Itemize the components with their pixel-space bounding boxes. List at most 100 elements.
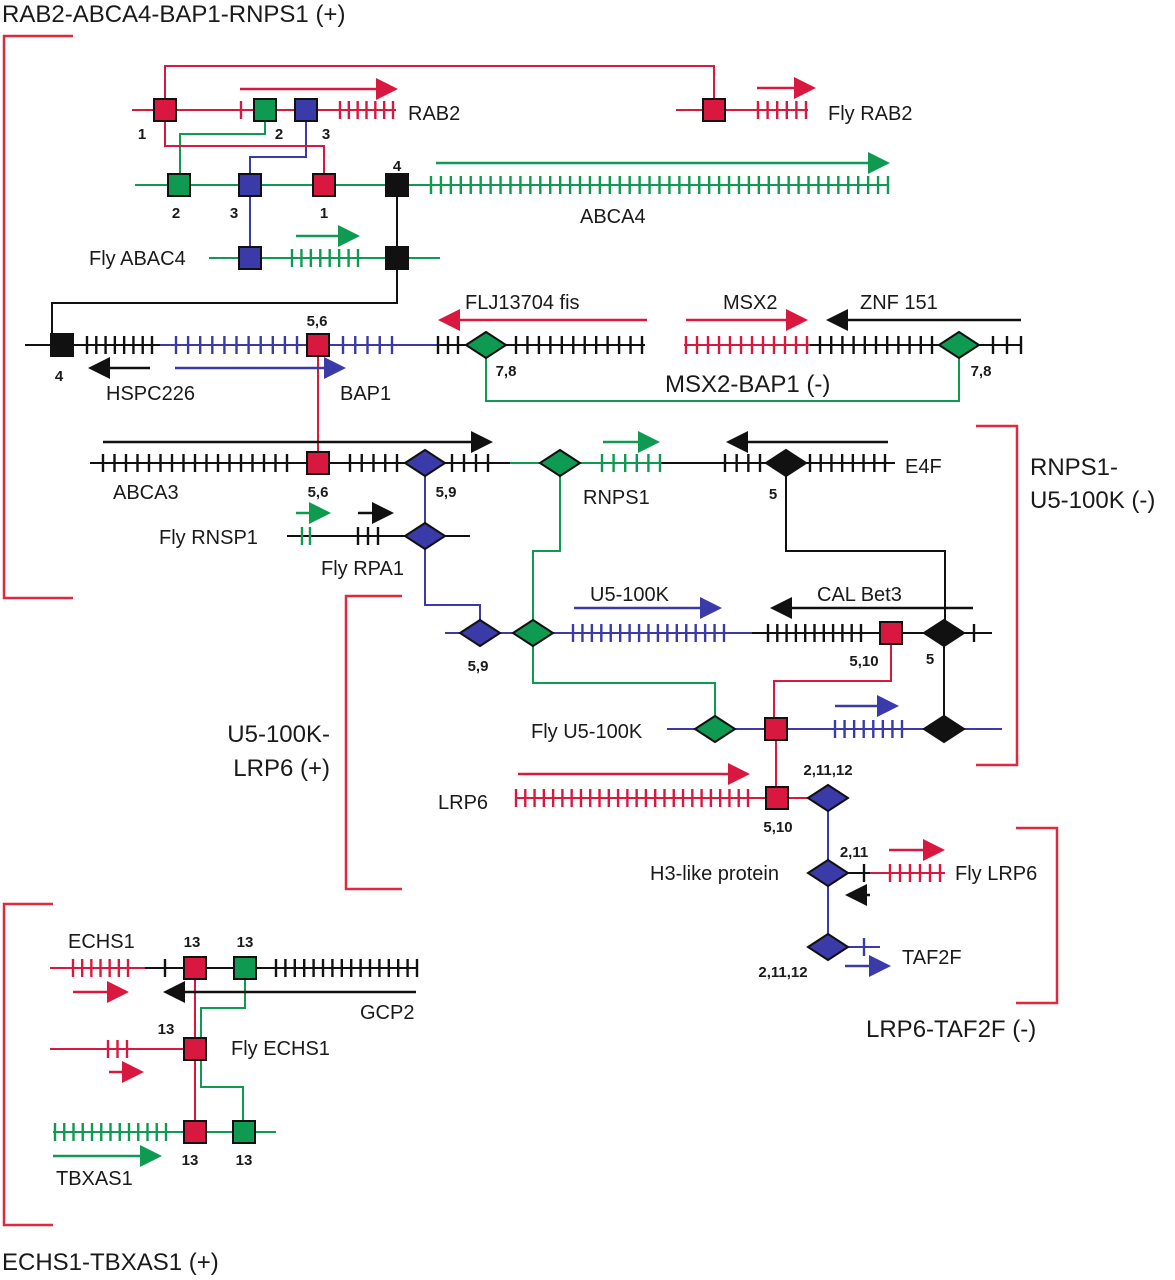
marker-number: 13 [237, 934, 254, 951]
connector-line [164, 110, 325, 185]
gene-label-rnps1: RNPS1 [583, 487, 650, 509]
connector-line [532, 633, 716, 729]
arrow-right-icon [376, 78, 398, 100]
marker-number: 3 [322, 126, 330, 143]
group-label-msx2-bap1: MSX2-BAP1 (-) [665, 371, 830, 398]
connector-line [785, 463, 946, 633]
ortholog-square-marker [167, 173, 191, 197]
bracket-rnps1-u5 [976, 424, 1019, 767]
arrow-left-icon [438, 309, 460, 331]
arrow-left-icon [726, 431, 748, 453]
marker-number: 5,10 [763, 819, 792, 836]
ortholog-square-marker [312, 173, 336, 197]
connector-line [51, 258, 398, 345]
arrow-right-icon [786, 309, 808, 331]
gene-label-h3-like: H3-like protein [650, 863, 779, 885]
marker-number: 5,6 [307, 313, 328, 330]
paralog-diamond-marker [806, 783, 850, 813]
gene-label-fly-rnsp1: Fly RNSP1 [159, 527, 258, 549]
marker-number: 1 [320, 205, 328, 222]
gene-label-hspc226: HSPC226 [106, 383, 195, 405]
arrow-right-icon [471, 431, 493, 453]
bracket-echs1-tbxas1 [2, 902, 53, 1227]
gene-label-e4f: E4F [905, 456, 942, 478]
arrow-right-icon [324, 357, 346, 379]
gene-label-fly-rab2: Fly RAB2 [828, 103, 912, 125]
gene-label-tbxas1: TBXAS1 [56, 1168, 133, 1190]
marker-number: 7,8 [496, 363, 517, 380]
marker-number: 2,11,12 [803, 762, 852, 779]
arrow-right-icon [869, 955, 891, 977]
arrow-right-icon [728, 763, 750, 785]
group-label-lrp6-taf2f: LRP6-TAF2F (-) [866, 1016, 1036, 1043]
bracket-lrp6-taf2f [1016, 826, 1059, 1005]
paralog-diamond-marker [464, 330, 508, 360]
paralog-diamond-marker [538, 448, 582, 478]
gene-label-fly-rpa1: Fly RPA1 [321, 558, 404, 580]
gene-label-rab2: RAB2 [408, 103, 460, 125]
marker-number: 2,11,12 [758, 964, 807, 981]
gene-label-echs1: ECHS1 [68, 931, 135, 953]
marker-number: 4 [393, 158, 402, 175]
gene-label-abca4: ABCA4 [580, 206, 646, 228]
paralog-diamond-marker [937, 330, 981, 360]
gene-label-msx2: MSX2 [723, 292, 777, 314]
arrow-right-icon [140, 1145, 162, 1167]
gene-label-flj13704: FLJ13704 fis [465, 292, 580, 314]
gene-label-taf2f: TAF2F [902, 947, 962, 969]
arrow-right-icon [923, 839, 945, 861]
connector-line [532, 463, 561, 633]
group-brackets [2, 34, 1059, 1227]
gene-label-cal-bet3: CAL Bet3 [817, 584, 902, 606]
group-label-rnps1-u5-line2: U5-100K (-) [1030, 487, 1155, 514]
bracket-rab2-abca4 [2, 34, 73, 600]
ortholog-square-marker [306, 451, 330, 475]
arrow-right-icon [877, 695, 899, 717]
group-label-u5-lrp6-line1: U5-100K- [227, 721, 330, 748]
paralog-diamond-marker [511, 618, 555, 648]
ortholog-square-marker [294, 98, 318, 122]
gene-label-bap1: BAP1 [340, 383, 391, 405]
ortholog-square-marker [238, 246, 262, 270]
connector-line [485, 345, 960, 402]
gene-label-abca3: ABCA3 [113, 482, 179, 504]
group-label-rnps1-u5-line1: RNPS1- [1030, 454, 1118, 481]
arrow-right-icon [122, 1061, 144, 1083]
group-label-rab2-abca4: RAB2-ABCA4-BAP1-RNPS1 (+) [2, 1, 345, 28]
ortholog-square-marker [765, 786, 789, 810]
paralog-diamond-marker [806, 932, 850, 962]
gene-label-fly-echs1: Fly ECHS1 [231, 1038, 330, 1060]
connector-line [249, 110, 307, 185]
ortholog-square-marker [50, 333, 74, 357]
paralog-diamond-marker [922, 714, 966, 744]
connector-line [773, 633, 892, 729]
arrow-right-icon [700, 597, 722, 619]
ortholog-square-marker [702, 98, 726, 122]
ortholog-square-marker [153, 98, 177, 122]
marker-number: 2 [172, 205, 180, 222]
paralog-diamond-marker [764, 448, 808, 478]
arrow-right-icon [372, 502, 394, 524]
ortholog-square-marker [253, 98, 277, 122]
marker-number: 13 [184, 934, 201, 951]
arrow-left-icon [826, 309, 848, 331]
arrow-right-icon [638, 431, 660, 453]
ortholog-square-marker [306, 333, 330, 357]
ortholog-square-marker [238, 173, 262, 197]
marker-number: 13 [236, 1152, 253, 1169]
marker-number: 5,6 [308, 484, 329, 501]
arrow-right-icon [794, 77, 816, 99]
connector-line [424, 536, 481, 633]
connector-line [164, 65, 715, 110]
ortholog-square-marker [233, 956, 257, 980]
ortholog-square-marker [183, 956, 207, 980]
ortholog-square-marker [183, 1120, 207, 1144]
marker-number: 4 [55, 368, 64, 385]
gene-label-fly-u5-100k: Fly U5-100K [531, 721, 643, 743]
gene-label-gcp2: GCP2 [360, 1002, 414, 1024]
marker-number: 2 [275, 126, 283, 143]
group-label-echs1-tbxas1: ECHS1-TBXAS1 (+) [2, 1249, 219, 1276]
paralog-diamond-marker [458, 618, 502, 648]
group-label-u5-lrp6-line2: LRP6 (+) [233, 755, 330, 782]
